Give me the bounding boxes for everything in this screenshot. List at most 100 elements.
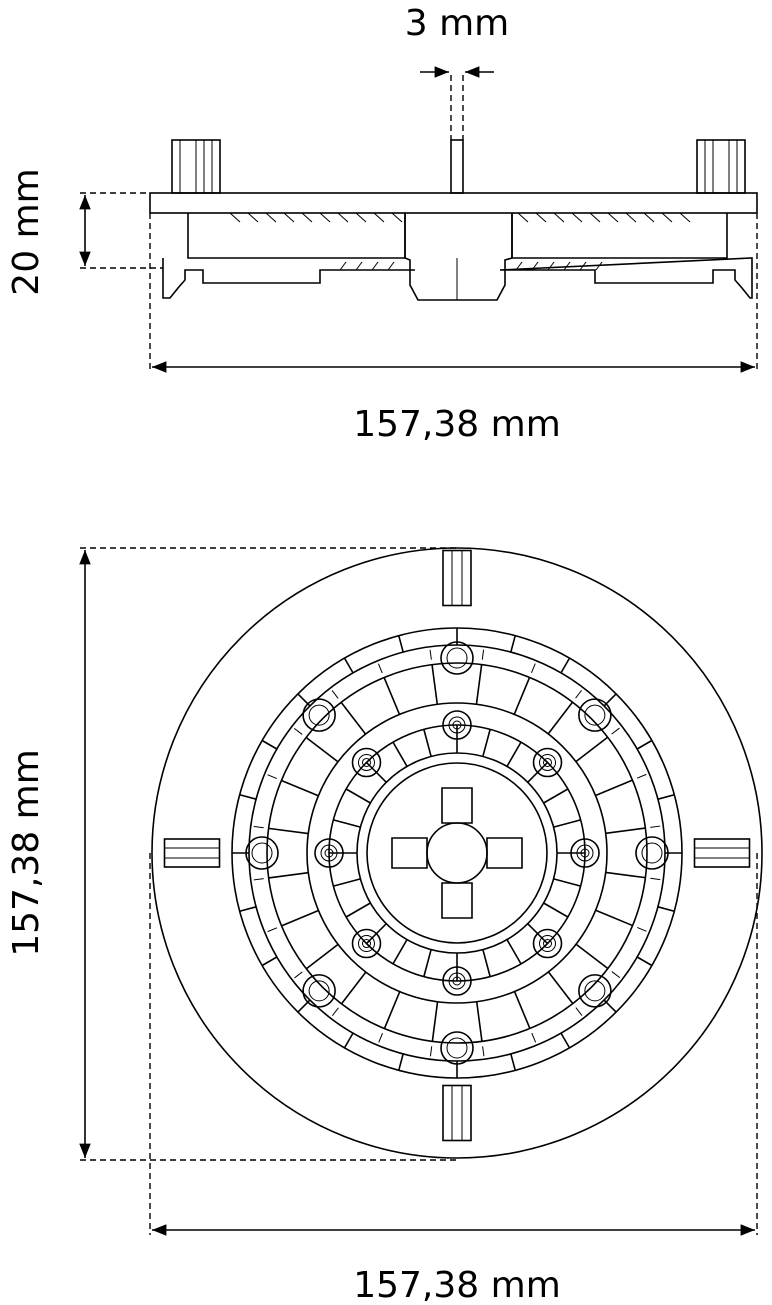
bolt-hole xyxy=(584,980,606,1002)
screw-hole xyxy=(442,966,472,996)
radial-rib xyxy=(636,956,653,967)
rib xyxy=(373,212,385,223)
radial-rib xyxy=(239,906,257,913)
bolt-hole xyxy=(578,974,612,1008)
gap-width-label: 3 mm xyxy=(405,3,509,44)
screw-hole xyxy=(448,716,466,734)
slot xyxy=(481,649,485,660)
rib xyxy=(607,212,619,223)
radial-rib xyxy=(595,779,633,797)
bolt-hole xyxy=(446,1037,468,1059)
slot xyxy=(482,1046,485,1057)
rib xyxy=(531,261,539,271)
left-peg xyxy=(171,139,221,194)
slot xyxy=(575,689,583,699)
slot xyxy=(650,877,661,881)
rib xyxy=(547,261,555,271)
bolt-hole xyxy=(584,704,606,726)
rib xyxy=(589,212,601,223)
radial-rib xyxy=(547,701,574,735)
screw-hole xyxy=(351,747,382,778)
side-width-label: 157,38 mm xyxy=(353,404,561,445)
radial-rib xyxy=(657,906,675,913)
screw-hole xyxy=(539,935,557,953)
rib xyxy=(283,212,295,223)
slot xyxy=(267,774,277,780)
screw-hole xyxy=(442,710,472,740)
internal-ribs xyxy=(229,212,691,271)
side-view: 3 mm 20 mm 157,38 mm xyxy=(6,3,758,445)
rib xyxy=(371,261,379,271)
radial-rib xyxy=(261,956,278,967)
slot xyxy=(331,690,339,699)
screw-hole xyxy=(452,976,462,986)
screw-hole xyxy=(580,848,590,858)
radial-rib xyxy=(343,657,354,674)
rib xyxy=(337,212,349,223)
center-hole xyxy=(426,822,488,884)
radial-rib xyxy=(268,871,309,879)
outer-disc xyxy=(151,547,763,1159)
screw-hole xyxy=(543,939,553,949)
radial-rib xyxy=(605,827,646,835)
spacer-clip xyxy=(442,549,472,607)
spacer-clip xyxy=(442,1084,472,1142)
radial-rib xyxy=(239,793,257,800)
top-width-label: 157,38 mm xyxy=(353,1265,561,1305)
cross-arms xyxy=(391,787,523,919)
slot xyxy=(253,825,264,829)
rib xyxy=(595,261,603,271)
slot xyxy=(611,971,621,979)
rib xyxy=(229,212,241,223)
radial-rib xyxy=(281,779,319,797)
radial-rib xyxy=(560,657,571,674)
radial-rib xyxy=(510,635,517,653)
slot xyxy=(611,727,620,735)
slot xyxy=(636,773,647,779)
height-label: 20 mm xyxy=(6,168,47,295)
rib xyxy=(643,212,655,223)
radial-rib xyxy=(343,1032,354,1049)
screw-hole xyxy=(532,747,563,778)
radial-rib xyxy=(431,664,439,705)
radial-rib xyxy=(482,949,491,977)
radial-rib xyxy=(333,819,361,828)
screw-hole xyxy=(351,928,382,959)
radial-rib xyxy=(543,902,569,918)
radial-rib xyxy=(575,943,609,970)
rib xyxy=(625,212,637,223)
radial-rib xyxy=(547,971,574,1005)
bolt-hole xyxy=(578,698,612,732)
screw-hole xyxy=(320,844,338,862)
radial-rib xyxy=(506,741,522,767)
slot xyxy=(575,1007,583,1016)
radial-rib xyxy=(340,701,367,735)
rib xyxy=(339,261,347,271)
radial-rib xyxy=(513,991,531,1029)
radial-rib xyxy=(305,943,339,970)
radial-rib xyxy=(605,871,646,879)
top-height-label: 157,38 mm xyxy=(6,749,47,957)
screw-hole xyxy=(539,753,557,771)
radial-rib xyxy=(431,1001,439,1042)
ring xyxy=(306,702,608,1004)
slot xyxy=(377,663,383,674)
rib xyxy=(553,212,565,223)
ring xyxy=(356,752,558,954)
slot xyxy=(530,663,536,673)
slot xyxy=(650,825,661,828)
radial-rib xyxy=(345,788,371,804)
radial-rib xyxy=(553,878,581,887)
bolt-hole xyxy=(635,836,669,870)
screw-hole xyxy=(543,757,553,767)
radial-rib xyxy=(475,664,483,705)
radial-rib xyxy=(423,949,432,977)
bolt-hole xyxy=(245,836,279,870)
radial-rib xyxy=(261,739,278,750)
rib xyxy=(387,261,395,271)
slot xyxy=(294,971,303,979)
bolt-hole xyxy=(308,980,330,1002)
rib xyxy=(661,212,673,223)
screw-hole xyxy=(576,844,594,862)
